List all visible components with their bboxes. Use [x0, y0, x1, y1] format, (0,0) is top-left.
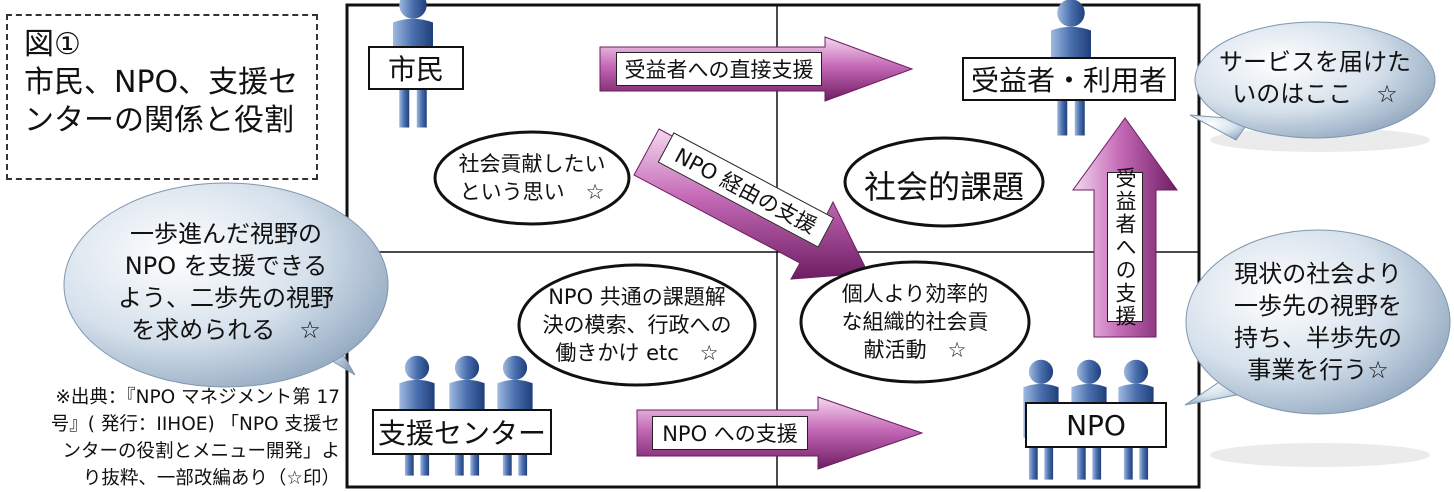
label-citizen: 市民 [368, 46, 464, 90]
source-note-line-4: り抜粋、一部改編あり（☆印） [82, 468, 340, 489]
bubble-npo-line-1: 現状の社会より [1234, 260, 1402, 288]
bubble-beneficiary-line-2: いのはここ ☆ [1232, 80, 1398, 108]
bubble-support-center-line-2: NPO を支援できる [124, 252, 328, 280]
source-note: ※出典：『NPO マネジメント第 17 号』( 発行：IIHOE) 「NPO 支… [0, 384, 340, 492]
arrow-to-beneficiary-label: 受益者への支援 [1107, 167, 1143, 328]
source-note-line-1: ※出典：『NPO マネジメント第 17 [55, 387, 340, 408]
oval-npo-role-line-1: 個人より効率的 [841, 282, 989, 306]
oval-social-issue [843, 136, 1045, 228]
source-note-line-3: ンターの役割とメニュー開発」よ [62, 441, 340, 462]
speech-bubble-support-center [63, 182, 389, 388]
oval-npo-role-line-3: 献活動 ☆ [863, 338, 967, 362]
oval-social-issue-text: 社会的課題 [863, 168, 1024, 206]
label-npo: NPO [1025, 402, 1167, 448]
bubble-support-center-line-4: を求められる ☆ [131, 316, 321, 344]
arrow-direct-support-label: 受益者への直接支援 [616, 52, 822, 86]
oval-citizen-wish-line-2: という思い ☆ [459, 180, 605, 204]
speech-bubble-beneficiary [1189, 21, 1436, 152]
bubble-npo-line-4: 事業を行う☆ [1247, 356, 1389, 384]
label-beneficiary: 受益者・利用者 [962, 57, 1176, 101]
figure-title-box: 図① 市民、NPO、支援セ ンターの関係と役割 [6, 14, 318, 180]
oval-center-role-line-2: 決の模索、行政への [542, 313, 732, 337]
source-note-line-2: 号』( 発行：IIHOE) 「NPO 支援セ [50, 414, 340, 435]
oval-center-role-text: NPO 共通の課題解 決の模索、行政への 働きかけ etc ☆ [519, 283, 755, 367]
figure-title-line-2: ンターの関係と役割 [24, 103, 294, 138]
oval-center-role [517, 263, 757, 387]
oval-citizen-wish-text: 社会貢献したい という思い ☆ [435, 150, 629, 206]
oval-npo-role-text: 個人より効率的 な組織的社会貢 献活動 ☆ [801, 280, 1029, 364]
bubble-support-center-text: 一歩進んだ視野の NPO を支援できる よう、二歩先の視野 を求められる ☆ [86, 218, 366, 346]
bubble-support-center-line-3: よう、二歩先の視野 [118, 284, 334, 312]
oval-citizen-wish-line-1: 社会貢献したい [458, 152, 606, 176]
label-support-center: 支援センター [372, 409, 552, 455]
oval-center-role-line-3: 働きかけ etc ☆ [555, 341, 719, 365]
bubble-npo-line-2: 一歩先の視野を [1234, 292, 1402, 320]
oval-citizen-wish [433, 130, 631, 226]
figure-number: 図① [24, 27, 81, 62]
speech-bubble-npo [1184, 229, 1451, 467]
arrow-to-npo-label: NPO への支援 [652, 416, 808, 450]
bubble-npo-text: 現状の社会より 一歩先の視野を 持ち、半歩先の 事業を行う☆ [1198, 258, 1438, 386]
bubble-support-center-line-1: 一歩進んだ視野の [130, 220, 322, 248]
bubble-beneficiary-text: サービスを届けた いのはここ ☆ [1200, 46, 1430, 110]
bubble-beneficiary-line-1: サービスを届けた [1219, 48, 1411, 76]
figure-title-line-1: 市民、NPO、支援セ [24, 65, 299, 100]
bubble-npo-line-3: 持ち、半歩先の [1234, 324, 1402, 352]
oval-npo-role [799, 260, 1031, 384]
oval-npo-role-line-2: な組織的社会貢 [841, 310, 989, 334]
oval-center-role-line-1: NPO 共通の課題解 [548, 285, 726, 309]
